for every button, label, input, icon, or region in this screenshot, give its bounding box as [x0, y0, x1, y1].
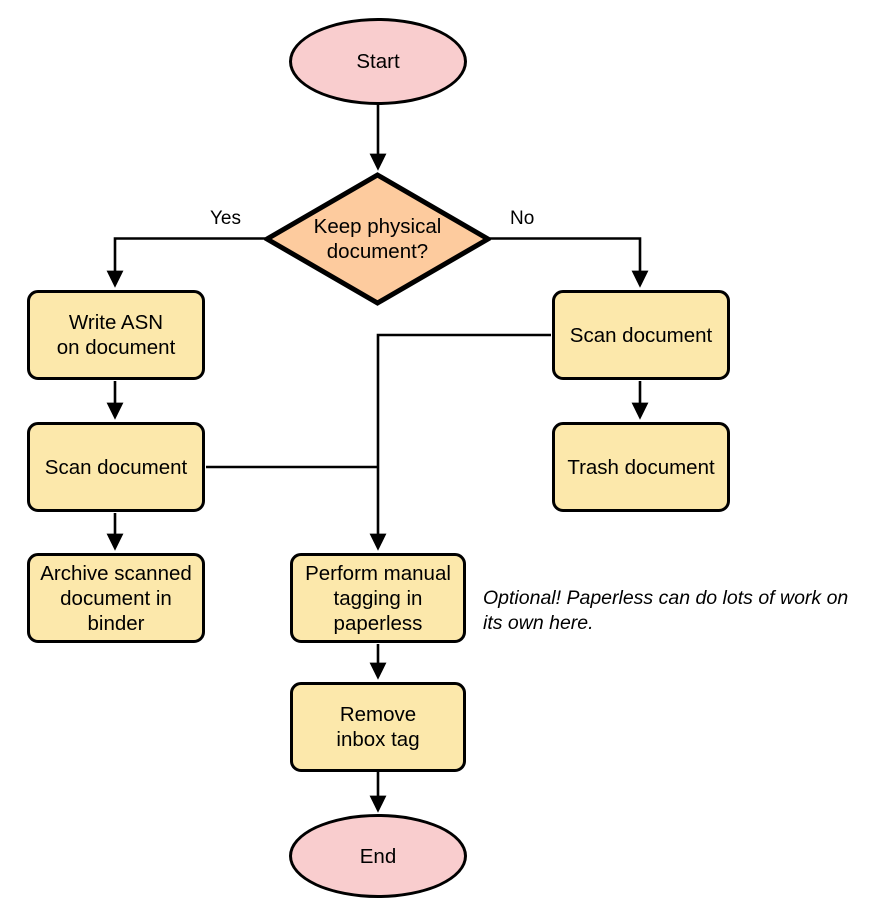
node-end[interactable]: End — [289, 814, 467, 898]
annotation-optional-note: Optional! Paperless can do lots of work … — [483, 587, 849, 634]
edge-label-yes: Yes — [210, 208, 241, 229]
node-perform-manual-tagging-in-paperless[interactable]: Perform manual tagging in paperless — [290, 553, 466, 643]
node-decision-label: Keep physical document? — [313, 215, 442, 263]
node-scan-document-left[interactable]: Scan document — [27, 422, 205, 512]
node-archive-scanned-document-in-binder[interactable]: Archive scanned document in binder — [27, 553, 205, 643]
node-remove-inbox-tag[interactable]: Remove inbox tag — [290, 682, 466, 772]
node-trash-document[interactable]: Trash document — [552, 422, 730, 512]
node-write-asn-on-document[interactable]: Write ASN on document — [27, 290, 205, 380]
edge-scan-right-to-manual-tagging — [369, 333, 551, 551]
node-start[interactable]: Start — [289, 18, 467, 105]
node-decision-keep-physical-document[interactable]: Keep physical document? — [264, 172, 491, 306]
edge-decision-yes-to-write-asn — [106, 237, 265, 288]
node-scan-document-right[interactable]: Scan document — [552, 290, 730, 380]
diamond-shape — [264, 172, 491, 306]
edge-decision-no-to-scan-right — [490, 237, 649, 288]
edge-label-no: No — [510, 208, 535, 229]
